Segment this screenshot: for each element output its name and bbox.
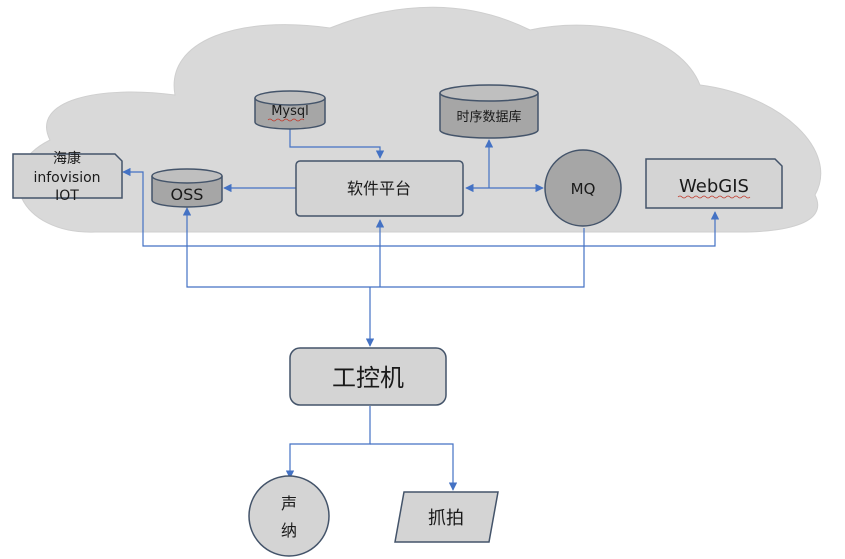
oss-storage: OSS [151, 168, 223, 208]
connector-ipc-capture [370, 443, 458, 491]
hikvision-label-2: infovision [33, 170, 100, 186]
webgis-label: WebGIS [679, 176, 749, 197]
mq-node: MQ [544, 149, 622, 227]
tsdb-database: 时序数据库 [439, 84, 539, 139]
software-platform-box: 软件平台 [295, 160, 464, 217]
tsdb-label: 时序数据库 [456, 109, 521, 125]
platform-label: 软件平台 [347, 179, 411, 198]
hikvision-label-3: IOT [55, 188, 79, 204]
sonar-label-2: 纳 [281, 521, 297, 540]
capture-node: 抓拍 [394, 491, 499, 543]
industrial-pc-box: 工控机 [289, 347, 447, 406]
sonar-node: 声 纳 [248, 475, 330, 557]
hikvision-iot-box: 海康 infovision IOT [12, 150, 123, 204]
connector-oss-bus [182, 207, 585, 288]
mq-label: MQ [571, 180, 596, 198]
ipc-label: 工控机 [332, 364, 404, 392]
mysql-label: Mysql [271, 104, 309, 119]
capture-label: 抓拍 [428, 508, 464, 529]
connector-hikvision-webgis [122, 167, 720, 247]
connector-mysql-platform [289, 128, 385, 159]
oss-label: OSS [171, 185, 204, 204]
connector-ipc-down [285, 406, 371, 479]
mysql-database: Mysql [254, 90, 326, 130]
connectors [122, 128, 720, 491]
hikvision-label-1: 海康 [53, 150, 81, 167]
webgis-box: WebGIS [645, 158, 783, 209]
sonar-label-1: 声 [281, 494, 297, 513]
